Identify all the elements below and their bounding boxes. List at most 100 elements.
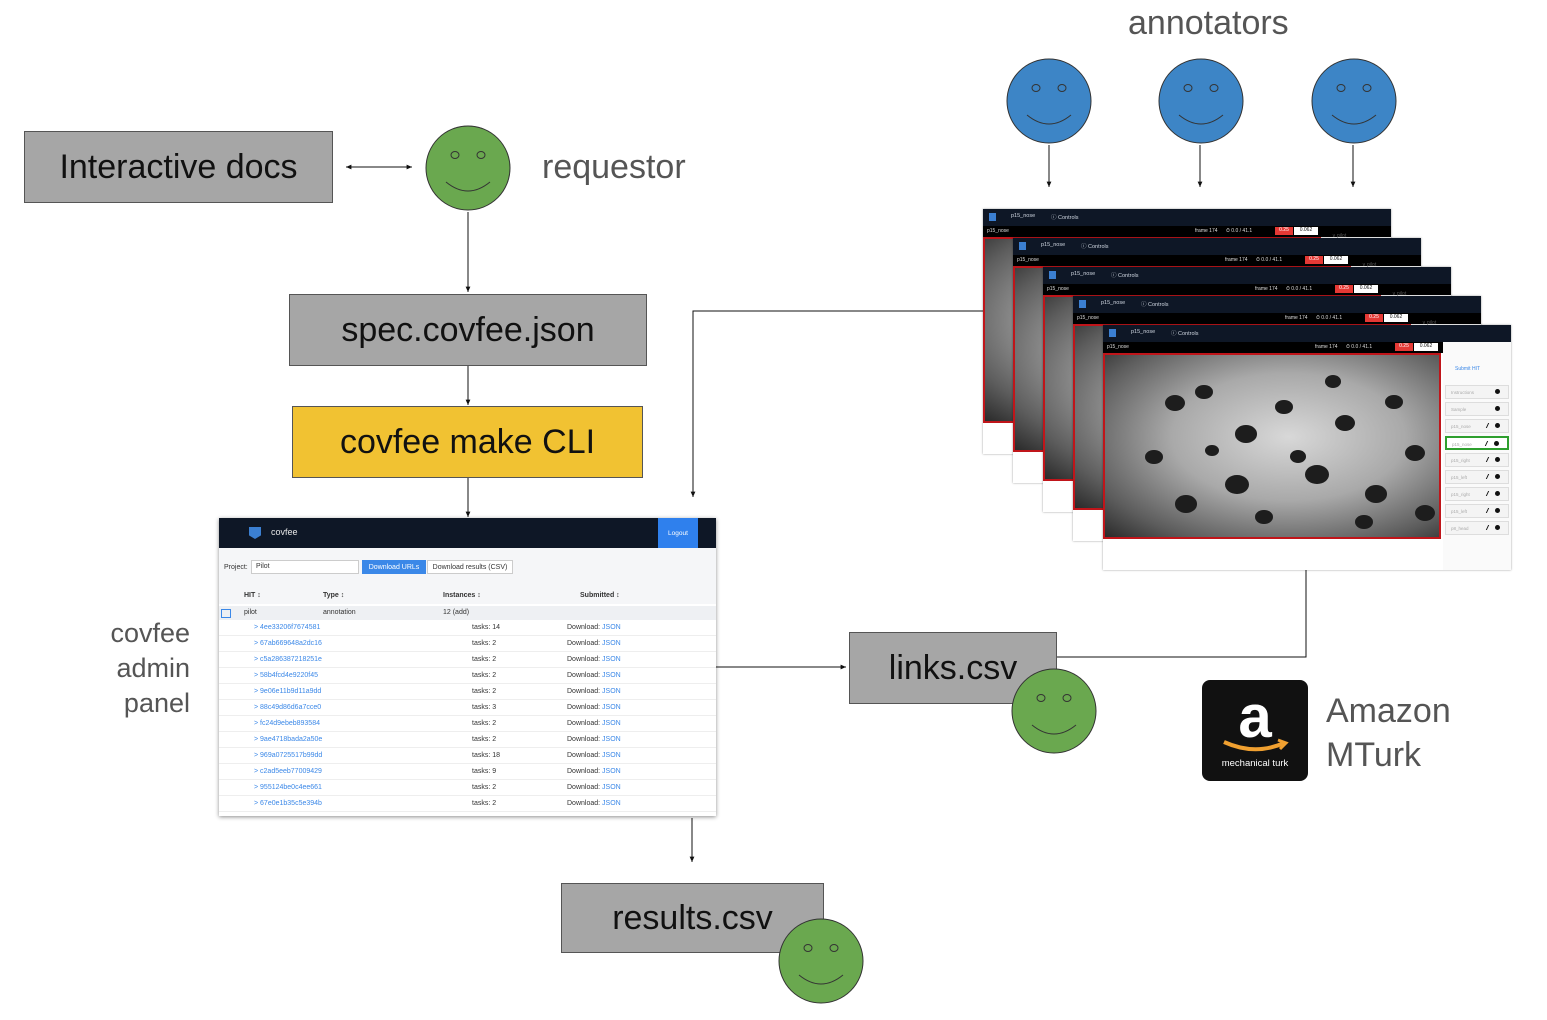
eye-icon[interactable] [1495, 389, 1500, 394]
controls-link[interactable]: ⓘ Controls [1171, 331, 1199, 337]
hit-id-link[interactable]: > 67ab669648a2dc16 [254, 640, 322, 647]
speed-box[interactable]: 0.25 [1275, 227, 1293, 235]
task-item[interactable]: p15_nose [1445, 436, 1509, 450]
eye-icon[interactable] [1495, 508, 1500, 513]
hit-id-link[interactable]: > 58b4fcd4e9220f45 [254, 672, 319, 679]
column-instances[interactable]: Instances ↕ [443, 592, 481, 599]
task-item-label: p15_right [1451, 492, 1470, 497]
eye-icon[interactable] [1495, 525, 1500, 530]
edit-icon[interactable] [1481, 457, 1490, 462]
controls-link[interactable]: ⓘ Controls [1141, 302, 1169, 308]
hit-id-link[interactable]: > 9e06e11b9d11a9dd [254, 688, 322, 695]
hit-id-link[interactable]: > 969a0725517b99dd [254, 752, 323, 759]
edit-icon[interactable] [1481, 491, 1490, 496]
hit-id-link[interactable]: > 4ee33206f7674581 [254, 624, 321, 631]
task-item[interactable]: Sample [1445, 402, 1509, 416]
eye-icon[interactable] [1495, 474, 1500, 479]
json-link[interactable]: JSON [602, 752, 621, 759]
json-link[interactable]: JSON [602, 800, 621, 807]
hit-id-link[interactable]: > c5a286387218251e [254, 656, 322, 663]
hit-id-link[interactable]: > 88c49d86d6a7cce0 [254, 704, 322, 711]
hit-id-link[interactable]: > 67e0e1b35c5e394b [254, 800, 322, 807]
hit-id-link[interactable]: > 955124be0c4ee661 [254, 784, 322, 791]
pilot-dropdown[interactable]: ∨ pilot [1332, 233, 1347, 239]
pilot-dropdown[interactable]: ∨ pilot [1422, 320, 1437, 326]
controls-link[interactable]: ⓘ Controls [1081, 244, 1109, 250]
task-item[interactable]: p15_right [1445, 453, 1509, 467]
edit-icon[interactable] [1481, 525, 1490, 530]
admin-panel-line1: covfee [110, 618, 190, 648]
json-link[interactable]: JSON [602, 624, 621, 631]
download-results-button[interactable]: Download results (CSV) [427, 560, 513, 574]
time-readout: ⏱ 0.0 / 41.1 [1346, 344, 1373, 350]
download-label: Download: [567, 672, 603, 679]
task-item[interactable]: Instructions [1445, 385, 1509, 399]
value-box[interactable]: 0.062 [1354, 285, 1378, 293]
value-box[interactable]: 0.062 [1324, 256, 1348, 264]
project-select[interactable]: Pilot [251, 560, 359, 574]
hit-id-link[interactable]: > fc24d9ebeb893584 [254, 720, 320, 727]
hit-download: Download: JSON [567, 752, 621, 759]
task-item[interactable]: p15_right [1445, 487, 1509, 501]
value-box[interactable]: 0.062 [1294, 227, 1318, 235]
value-box[interactable]: 0.062 [1414, 343, 1438, 351]
pilot-dropdown[interactable]: ∨ pilot [1392, 291, 1407, 297]
person-blob [1165, 395, 1185, 411]
submit-hit-link[interactable]: Submit HIT [1455, 366, 1481, 372]
json-link[interactable]: JSON [602, 688, 621, 695]
json-link[interactable]: JSON [602, 768, 621, 775]
column-hit[interactable]: HIT ↕ [244, 592, 261, 599]
json-link[interactable]: JSON [602, 704, 621, 711]
download-urls-button[interactable]: Download URLs [362, 560, 426, 574]
json-link[interactable]: JSON [602, 736, 621, 743]
hit-tasks: tasks: 2 [472, 688, 497, 695]
hit-id-link[interactable]: > 9ae4718bada2a50e [254, 736, 323, 743]
eye-icon[interactable] [1495, 457, 1500, 462]
speed-box[interactable]: 0.25 [1305, 256, 1323, 264]
task-item[interactable]: p8_head [1445, 521, 1509, 535]
eye-icon[interactable] [1494, 441, 1499, 446]
expand-icon[interactable] [221, 609, 231, 618]
speed-box[interactable]: 0.25 [1335, 285, 1353, 293]
json-link[interactable]: JSON [602, 720, 621, 727]
column-type[interactable]: Type ↕ [323, 592, 345, 599]
json-link[interactable]: JSON [602, 784, 621, 791]
edit-icon[interactable] [1481, 474, 1490, 479]
edit-icon[interactable] [1480, 441, 1489, 446]
task-item[interactable]: p15_left [1445, 504, 1509, 518]
speed-box[interactable]: 0.25 [1365, 314, 1383, 322]
logout-button[interactable]: Logout [658, 518, 698, 548]
edit-icon[interactable] [1481, 423, 1490, 428]
task-item[interactable]: p15_nose [1445, 419, 1509, 433]
column-submitted[interactable]: Submitted ↕ [580, 592, 620, 599]
json-link[interactable]: JSON [602, 656, 621, 663]
pilot-dropdown[interactable]: ∨ pilot [1362, 262, 1377, 268]
edit-icon[interactable] [1481, 508, 1490, 513]
eye-icon[interactable] [1495, 491, 1500, 496]
value-box[interactable]: 0.062 [1384, 314, 1408, 322]
eye-icon[interactable] [1495, 423, 1500, 428]
controls-link[interactable]: ⓘ Controls [1051, 215, 1079, 221]
pilot-row[interactable]: pilot annotation 12 (add) [219, 606, 716, 620]
hit-tasks: tasks: 14 [472, 624, 501, 631]
eye-icon[interactable] [1495, 406, 1500, 411]
hit-id-link[interactable]: > c2ad5eeb77009429 [254, 768, 322, 775]
json-link[interactable]: JSON [602, 640, 621, 647]
video-player[interactable] [1103, 353, 1441, 539]
json-link[interactable]: JSON [602, 672, 621, 679]
controls-link[interactable]: ⓘ Controls [1111, 273, 1139, 279]
speed-box[interactable]: 0.25 [1395, 343, 1413, 351]
task-item[interactable]: p15_left [1445, 470, 1509, 484]
